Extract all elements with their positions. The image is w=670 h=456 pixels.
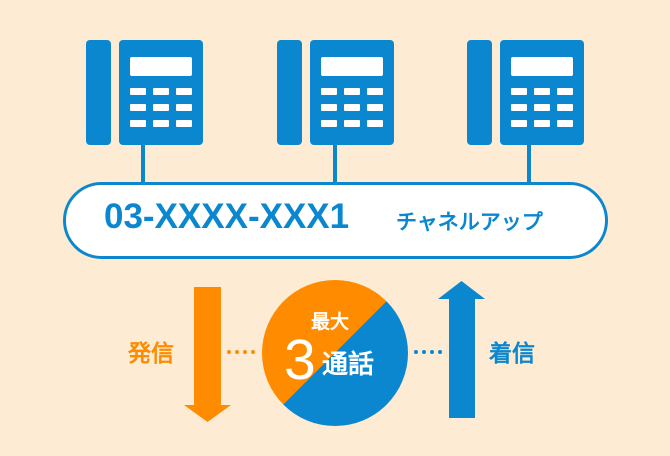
- key: [511, 120, 527, 127]
- key: [534, 104, 550, 111]
- max-label: 最大: [311, 311, 350, 333]
- key: [321, 104, 337, 111]
- key: [557, 88, 573, 95]
- service-name: チャネルアップ: [396, 210, 543, 234]
- handset-icon: [86, 40, 111, 145]
- key: [367, 120, 383, 127]
- phone-screen: [321, 57, 383, 76]
- key: [534, 88, 550, 95]
- max-calls-number: 3: [284, 328, 316, 392]
- calls-label: 通話: [322, 350, 375, 380]
- desk-phone-icon: [500, 40, 584, 145]
- handset-icon: [277, 40, 302, 145]
- key: [534, 120, 550, 127]
- key: [344, 104, 360, 111]
- handset-icon: [467, 40, 492, 145]
- key: [557, 120, 573, 127]
- key: [153, 120, 169, 127]
- dotted-connector: [414, 350, 444, 354]
- connector-line: [141, 145, 145, 183]
- key: [130, 88, 146, 95]
- outgoing-label: 発信: [128, 341, 174, 367]
- key: [344, 120, 360, 127]
- desk-phone-icon: [119, 40, 203, 145]
- key: [557, 104, 573, 111]
- key: [153, 104, 169, 111]
- up-arrow-icon: [438, 281, 485, 418]
- phone-3: [467, 40, 585, 146]
- key: [176, 120, 192, 127]
- key: [176, 88, 192, 95]
- phone-line-box: 03-XXXX-XXX1 チャネルアップ: [63, 182, 608, 259]
- phone-number: 03-XXXX-XXX1: [104, 197, 350, 236]
- connector-line: [333, 145, 337, 183]
- phone-screen: [511, 57, 573, 76]
- phone-2: [277, 40, 395, 146]
- key: [367, 88, 383, 95]
- max-calls-badge: 最大 3 通話: [262, 280, 408, 426]
- key: [344, 88, 360, 95]
- down-arrow-icon: [184, 287, 231, 422]
- incoming-label: 着信: [489, 341, 535, 367]
- key: [130, 104, 146, 111]
- key: [153, 88, 169, 95]
- key: [511, 104, 527, 111]
- key: [367, 104, 383, 111]
- desk-phone-icon: [310, 40, 394, 145]
- key: [321, 120, 337, 127]
- phone-screen: [130, 57, 192, 76]
- dotted-connector: [227, 350, 257, 354]
- key: [176, 104, 192, 111]
- phone-1: [86, 40, 204, 146]
- connector-line: [527, 145, 531, 183]
- key: [321, 88, 337, 95]
- key: [511, 88, 527, 95]
- key: [130, 120, 146, 127]
